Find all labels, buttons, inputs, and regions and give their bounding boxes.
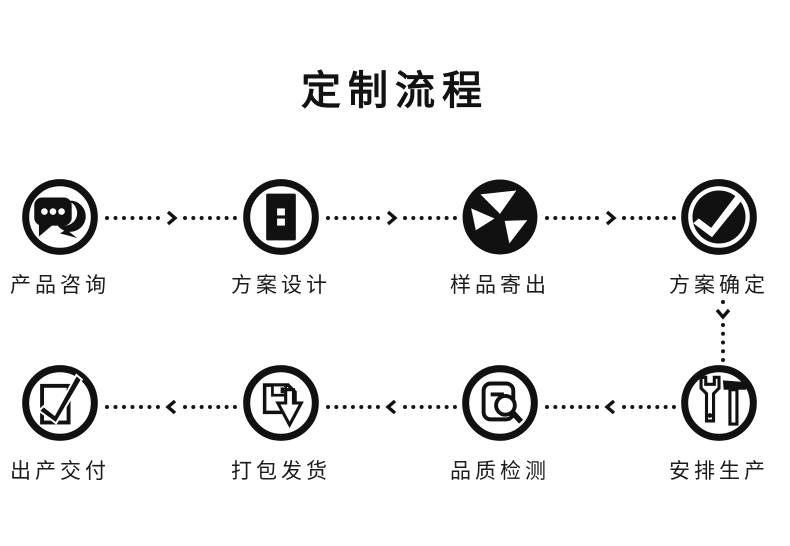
dotted-line	[403, 405, 457, 409]
dotted-line	[105, 216, 160, 220]
quality-inspect-icon	[462, 365, 538, 441]
arrow-step1-step2	[105, 209, 237, 227]
step-quality-inspect: 品质检测	[423, 364, 577, 485]
dotted-line	[326, 216, 380, 220]
step-pack-ship: 打包发货	[204, 364, 358, 485]
arrow-step2-step3	[326, 209, 457, 227]
step-solution-confirm: 方案确定	[642, 178, 790, 299]
step-product-consult: 产品咨询	[0, 178, 137, 299]
step-label: 产品咨询	[10, 273, 110, 297]
arrow-step5-step6	[545, 398, 676, 416]
arrow-step3-step4	[545, 209, 676, 227]
dotted-line	[545, 405, 599, 409]
dotted-line	[403, 216, 457, 220]
chevron-right-icon	[605, 210, 617, 226]
chevron-left-icon	[385, 399, 397, 415]
chevron-right-icon	[166, 210, 178, 226]
step-label: 出产交付	[10, 459, 110, 483]
arrow-step7-step8	[105, 398, 237, 416]
package-ship-icon	[243, 365, 319, 441]
chevron-right-icon	[386, 210, 398, 226]
step-delivery: 出产交付	[0, 364, 137, 485]
production-tools-icon	[681, 365, 757, 441]
chat-bubbles-icon	[22, 179, 98, 255]
step-label: 品质检测	[450, 459, 550, 483]
dotted-line	[326, 405, 380, 409]
dotted-line	[105, 405, 160, 409]
dotted-line	[182, 405, 237, 409]
arrow-step6-step7	[326, 398, 457, 416]
step-solution-design: 方案设计	[204, 178, 358, 299]
confirm-check-icon	[681, 179, 757, 255]
delivery-check-icon	[22, 365, 98, 441]
chevron-down-icon	[715, 308, 731, 320]
dotted-line	[622, 405, 676, 409]
page-title: 定制流程	[301, 68, 489, 114]
dotted-line	[182, 216, 237, 220]
design-document-icon	[243, 179, 319, 255]
step-arrange-production: 安排生产	[642, 364, 790, 485]
dotted-line	[545, 216, 599, 220]
chevron-left-icon	[604, 399, 616, 415]
dotted-line	[721, 323, 725, 362]
step-sample-send: 样品寄出	[423, 178, 577, 299]
dot	[721, 300, 725, 304]
step-label: 样品寄出	[450, 273, 550, 297]
arrow-step4-step5	[714, 300, 732, 362]
step-label: 安排生产	[669, 459, 769, 483]
step-label: 打包发货	[231, 459, 331, 483]
step-label: 方案设计	[231, 273, 331, 297]
chevron-left-icon	[164, 399, 176, 415]
send-sample-icon	[462, 179, 538, 255]
dotted-line	[622, 216, 676, 220]
step-label: 方案确定	[669, 273, 769, 297]
